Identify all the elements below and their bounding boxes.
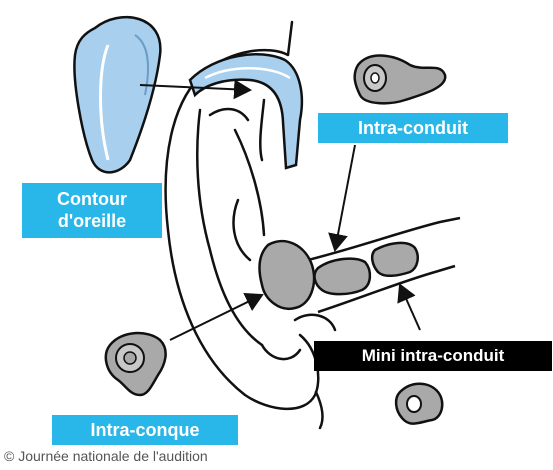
label-intra-conque: Intra-conque [52,415,238,445]
arrow-mini-intra-conduit [400,285,420,330]
label-contour-line1: Contour [22,188,162,210]
behind-the-ear-hearing-aid [74,17,160,172]
label-contour-line2: d'oreille [22,210,162,232]
label-contour-oreille: Contour d'oreille [22,183,162,238]
label-mini-intra-conduit: Mini intra-conduit [314,341,552,371]
copyright-text: © Journée nationale de l'audition [4,448,208,464]
label-intra-conduit: Intra-conduit [318,113,508,143]
behind-the-ear-worn [190,54,302,168]
arrow-intra-conduit [335,145,355,250]
mini-intra-conduit-device-icon [396,384,442,424]
intra-conduit-device-icon [355,56,446,104]
mini-intra-conduit-in-ear [372,243,418,276]
intra-conduit-in-ear [315,259,370,295]
intra-conque-in-ear [260,241,315,309]
intra-conque-device-icon [106,333,166,395]
